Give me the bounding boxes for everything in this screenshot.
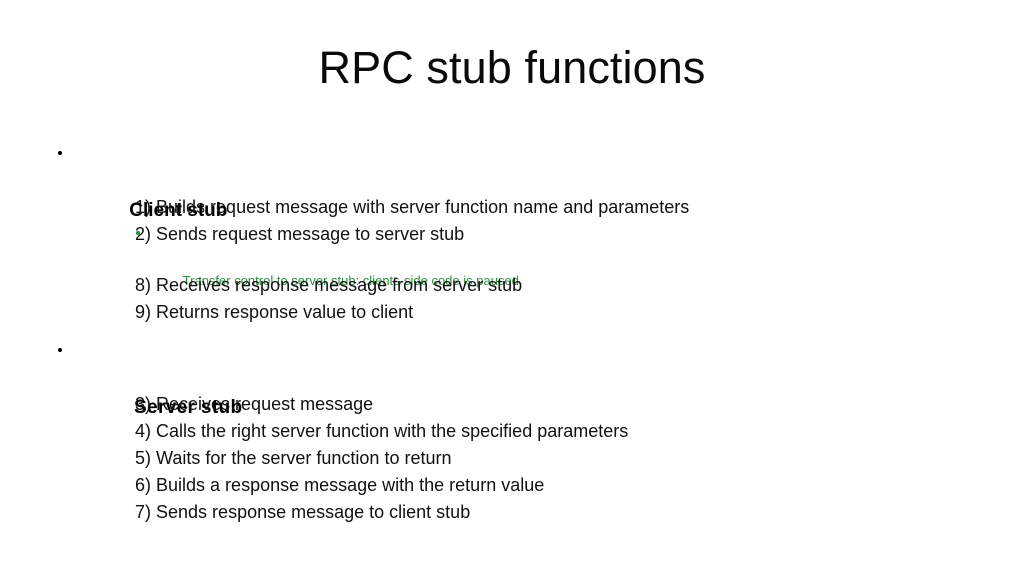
list-item: 8) Receives response message from server… [0,245,1024,295]
page-title: RPC stub functions [318,42,706,93]
list-item-label: 6) Builds a response message with the re… [135,475,545,495]
list-item: 3) Receives request message [0,364,1024,414]
section-client-stub: Client stub 1) Builds request message wi… [0,138,1024,322]
list-item-label: 2) Sends request message to server stub [135,224,465,244]
bullet-dot-icon [136,231,140,235]
list-item-label: 9) Returns response value to client [135,302,414,322]
section-heading-label: Server stub [134,397,243,418]
list-item-label: Transfer control to server stub: clients… [182,273,519,288]
slide-body: Client stub 1) Builds request message wi… [0,138,1024,522]
list-item: 2) Sends request message to server stub [0,194,1024,244]
list-item: 5) Waits for the server function to retu… [0,418,1024,468]
list-item-label: 4) Calls the right server function with … [135,421,629,441]
section-heading-server-stub: Server stub [0,335,1024,418]
list-item-label: 3) Receives request message [135,394,374,414]
list-item: 9) Returns response value to client [0,272,1024,322]
list-item: 4) Calls the right server function with … [0,391,1024,441]
section-server-stub: Server stub 3) Receives request message … [0,335,1024,522]
list-item-label: 7) Sends response message to client stub [135,502,471,522]
list-item-label: 8) Receives response message from server… [135,275,523,295]
list-item-label: 1) Builds request message with server fu… [135,197,690,217]
list-item: 7) Sends response message to client stub [0,472,1024,522]
section-heading-label: Client stub [129,200,228,221]
section-heading-client-stub: Client stub [0,138,1024,221]
list-item: 1) Builds request message with server fu… [0,167,1024,217]
list-item-label: 5) Waits for the server function to retu… [135,448,452,468]
list-item: 6) Builds a response message with the re… [0,445,1024,495]
bullet-dot-icon [58,348,62,352]
bullet-dot-icon [58,151,62,155]
list-item-highlighted: Transfer control to server stub: clients… [0,221,1024,288]
